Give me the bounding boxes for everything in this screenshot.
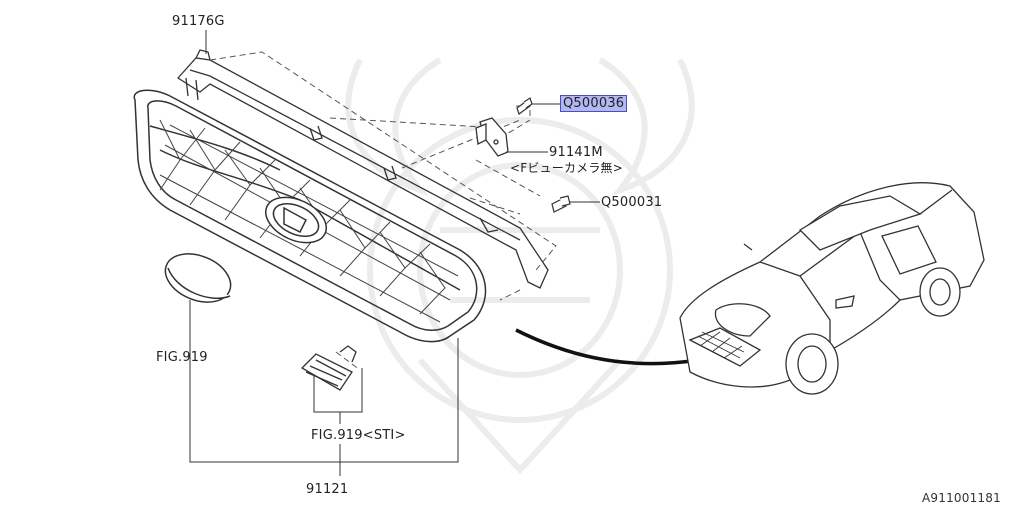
callout-q500031[interactable]: Q500031 (601, 195, 663, 210)
location-arrow (515, 328, 699, 366)
car-illustration (679, 182, 985, 395)
car-grille-mesh (693, 331, 745, 365)
screw-q500031 (551, 195, 571, 213)
diagram-id: A911001181 (922, 491, 1001, 505)
emblem-part (164, 253, 232, 303)
leader-lines (189, 30, 600, 476)
callout-fig-919[interactable]: FIG.919 (156, 350, 208, 365)
sti-part (300, 345, 357, 391)
callout-91141m[interactable]: 91141M (549, 145, 603, 160)
callout-91121[interactable]: 91121 (306, 482, 349, 497)
screw-q500036 (516, 97, 533, 115)
callout-91176g[interactable]: 91176G (172, 14, 225, 29)
grille-emblem (265, 196, 327, 244)
callout-91141m-note: <Fビューカメラ無> (510, 161, 624, 175)
upper-grille-bracket (177, 49, 549, 289)
callout-fig-919-sti[interactable]: FIG.919<STI> (311, 428, 406, 443)
camera-bracket (475, 117, 509, 157)
front-grille (133, 89, 487, 343)
callout-q500036-highlighted[interactable]: Q500036 (560, 95, 628, 112)
watermark-logo (345, 57, 695, 475)
